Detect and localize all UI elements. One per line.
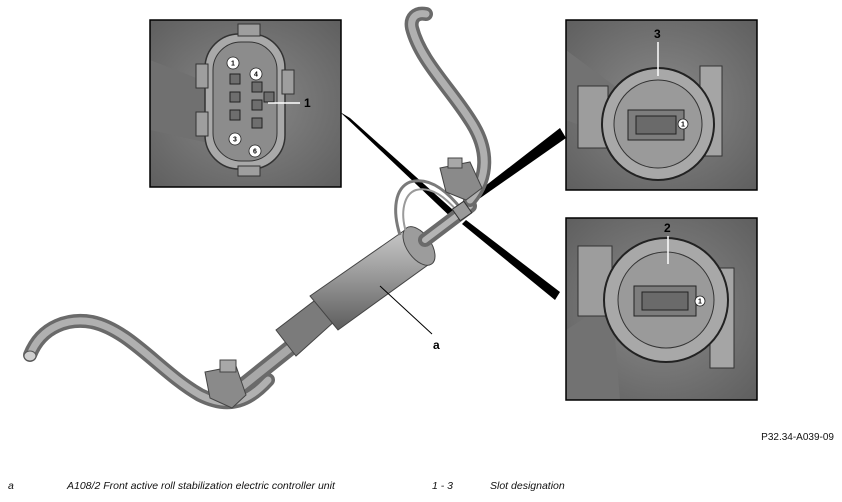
pin-label: 6 <box>253 149 257 156</box>
leader-wedges <box>340 112 566 300</box>
callout-slot-3: 3 <box>654 27 661 41</box>
pin-label: 1 <box>231 61 235 68</box>
figure-code: P32.34-A039-09 <box>761 432 834 443</box>
legend-text: Slot designation <box>490 480 565 492</box>
pin-label: 1 <box>681 122 685 129</box>
stabilizer-unit <box>23 6 492 410</box>
callout-slot-2: 2 <box>664 221 671 235</box>
pin-label: 4 <box>254 72 258 79</box>
legend-key: 1 - 3 <box>432 480 454 492</box>
callout-slot-1: 1 <box>304 96 311 110</box>
pin-label: 1 <box>698 299 702 306</box>
legend-text: A108/2 Front active roll stabilization e… <box>67 480 335 492</box>
legend-key: a <box>8 480 14 492</box>
pin-label: 3 <box>233 137 237 144</box>
callout-a: a <box>433 338 440 352</box>
inset-connector-pins <box>149 19 342 188</box>
inset-slot-3 <box>565 19 758 191</box>
inset-slot-2 <box>565 217 758 401</box>
legend: a A108/2 Front active roll stabilization… <box>0 480 842 498</box>
